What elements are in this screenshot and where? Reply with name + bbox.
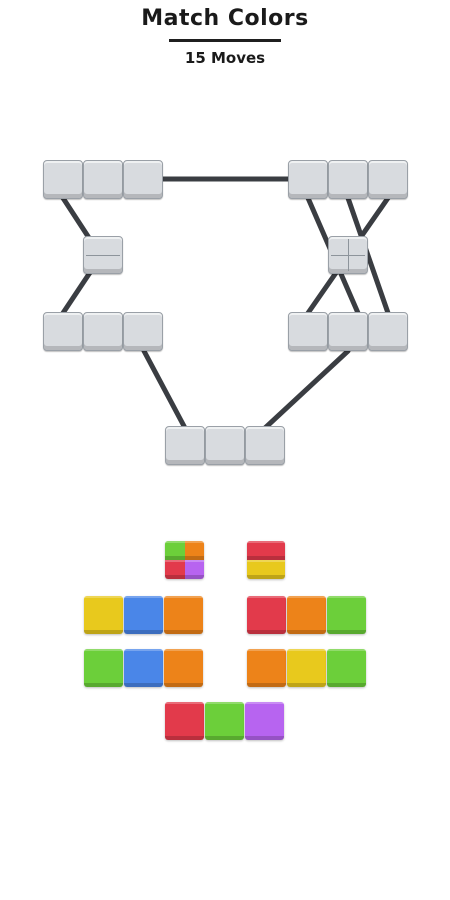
color-piece-half[interactable] xyxy=(247,541,285,579)
moves-counter: 15 Moves xyxy=(184,49,266,67)
connector-right-bottom xyxy=(262,348,351,431)
piece-cell-red xyxy=(165,560,185,579)
piece-cell-orange xyxy=(247,649,286,687)
board-slot-mid-right-3[interactable] xyxy=(368,312,408,351)
board-slot-top-right-3[interactable] xyxy=(368,160,408,199)
board-slot-top-left-1[interactable] xyxy=(43,160,83,199)
piece-cell-green xyxy=(327,596,366,634)
connector-left-lower xyxy=(60,265,96,316)
color-piece-row-4-2[interactable] xyxy=(205,702,244,740)
connector-right-upper-c xyxy=(345,195,391,316)
board-slot-bottom-2[interactable] xyxy=(205,426,245,465)
piece-cell-red xyxy=(247,541,285,560)
board-slot-bottom-1[interactable] xyxy=(165,426,205,465)
piece-cell-yellow xyxy=(247,560,285,579)
board-slot-mid-left-3[interactable] xyxy=(123,312,163,351)
board-slot-mid-right-connector[interactable] xyxy=(328,236,368,274)
piece-cell-purple xyxy=(184,560,204,579)
color-piece-row-3-3[interactable] xyxy=(164,649,203,687)
color-piece-row-4-1[interactable] xyxy=(165,702,204,740)
piece-cell-blue xyxy=(124,649,163,687)
color-piece-quad[interactable] xyxy=(165,541,204,579)
piece-cell-yellow xyxy=(287,649,326,687)
piece-cell-green xyxy=(205,702,244,740)
board-slot-mid-right-2[interactable] xyxy=(328,312,368,351)
board-slot-top-left-2[interactable] xyxy=(83,160,123,199)
color-piece-row-2-6[interactable] xyxy=(327,596,366,634)
board-slot-top-right-2[interactable] xyxy=(328,160,368,199)
color-piece-row-2-1[interactable] xyxy=(84,596,123,634)
board-slot-bottom-3[interactable] xyxy=(245,426,285,465)
title-underline xyxy=(169,39,281,42)
piece-cell-green xyxy=(327,649,366,687)
color-piece-row-4-3[interactable] xyxy=(245,702,284,740)
board-slot-mid-left-connector[interactable] xyxy=(83,236,123,274)
board-slot-top-left-3[interactable] xyxy=(123,160,163,199)
piece-cell-green xyxy=(165,541,185,560)
color-piece-row-3-4[interactable] xyxy=(247,649,286,687)
board-slot-mid-left-2[interactable] xyxy=(83,312,123,351)
piece-cell-green xyxy=(84,649,123,687)
color-piece-row-2-3[interactable] xyxy=(164,596,203,634)
color-piece-row-2-2[interactable] xyxy=(124,596,163,634)
color-piece-row-3-2[interactable] xyxy=(124,649,163,687)
color-piece-row-2-5[interactable] xyxy=(287,596,326,634)
board-slot-mid-left-1[interactable] xyxy=(43,312,83,351)
piece-cell-orange xyxy=(164,649,203,687)
piece-cell-red xyxy=(247,596,286,634)
board-slot-mid-right-1[interactable] xyxy=(288,312,328,351)
piece-cell-orange xyxy=(287,596,326,634)
color-piece-row-2-4[interactable] xyxy=(247,596,286,634)
color-piece-row-3-1[interactable] xyxy=(84,649,123,687)
color-piece-row-3-5[interactable] xyxy=(287,649,326,687)
piece-cell-orange xyxy=(164,596,203,634)
page-title: Match Colors xyxy=(141,6,309,31)
piece-cell-yellow xyxy=(84,596,123,634)
piece-cell-blue xyxy=(124,596,163,634)
board-slot-top-right-1[interactable] xyxy=(288,160,328,199)
color-piece-row-3-6[interactable] xyxy=(327,649,366,687)
connector-left-bottom xyxy=(141,348,188,431)
piece-cell-purple xyxy=(245,702,284,740)
piece-cell-red xyxy=(165,702,204,740)
piece-cell-orange xyxy=(184,541,204,560)
